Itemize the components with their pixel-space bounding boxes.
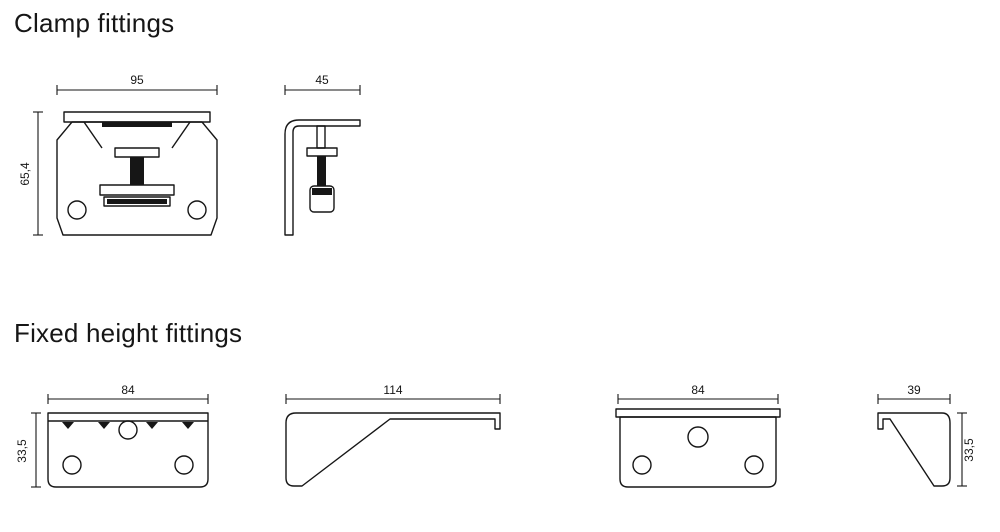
dimension-label: 65,4 (18, 162, 32, 186)
fixed-side-long-drawing: 114 (285, 383, 501, 487)
clamp-screw-assembly (306, 125, 338, 213)
dimension-label: 33,5 (962, 438, 976, 462)
bracket-profile-outline (877, 412, 951, 487)
screw-shaft (317, 156, 326, 186)
dimension-label: 33,5 (15, 439, 29, 463)
body-detail-line (83, 121, 103, 149)
tab (146, 422, 158, 429)
dimension-label: 39 (907, 383, 921, 397)
clamp-pad-fill (107, 199, 167, 204)
tab (182, 422, 194, 429)
mounting-hole (67, 200, 87, 220)
clamp-knob-fill (312, 188, 332, 195)
height-dimension: 33,5 (15, 412, 41, 488)
mounting-hole (174, 455, 194, 475)
width-dimension: 39 (877, 383, 951, 404)
width-dimension: 84 (617, 383, 779, 404)
dimension-label: 84 (121, 383, 135, 397)
mounting-hole (632, 455, 652, 475)
screw-flange (306, 147, 338, 157)
mounting-hole (187, 200, 207, 220)
bracket-outline (619, 416, 777, 488)
width-dimension: 95 (56, 73, 218, 95)
dimension-label: 84 (691, 383, 705, 397)
section-title-clamp-fittings: Clamp fittings (14, 8, 175, 38)
screw-shaft (130, 157, 144, 185)
center-hole (118, 420, 138, 440)
plate-shadow-strip (102, 122, 172, 127)
spring-tabs (62, 422, 194, 429)
clamp-body-outline (56, 111, 218, 236)
screw-rod (316, 125, 326, 149)
clamp-side-view-drawing: 45 (284, 73, 361, 236)
body-detail-line (171, 121, 191, 149)
center-hole (687, 426, 709, 448)
clamp-knob (309, 185, 335, 213)
dimension-label: 95 (130, 73, 144, 87)
fixed-back-view-drawing: 84 (615, 383, 781, 488)
mounting-hole (744, 455, 764, 475)
clamp-screw-assembly (99, 147, 175, 207)
clamp-front-view-drawing: 95 65,4 (18, 73, 218, 236)
top-flange (615, 408, 781, 418)
width-dimension: 114 (285, 383, 501, 404)
width-dimension: 45 (284, 73, 361, 95)
height-dimension: 65,4 (18, 111, 43, 236)
fixed-side-small-drawing: 39 33,5 (877, 383, 976, 487)
body-outline (56, 121, 218, 236)
clamp-pad-upper (99, 184, 175, 196)
fixed-front-view-drawing: 84 33,5 (15, 383, 209, 488)
dimension-label: 45 (315, 73, 329, 87)
dimension-label: 114 (383, 383, 402, 397)
mounting-hole (62, 455, 82, 475)
tab (62, 422, 74, 429)
top-plate (63, 111, 211, 123)
width-dimension: 84 (47, 383, 209, 404)
tab (98, 422, 110, 429)
height-dimension: 33,5 (957, 412, 976, 487)
clamp-pad-lower (103, 196, 171, 207)
section-title-fixed-height-fittings: Fixed height fittings (14, 318, 243, 348)
bracket-profile-outline (285, 412, 501, 487)
bracket-outline (47, 412, 209, 488)
clamp-profile-outline (284, 119, 361, 236)
screw-head (114, 147, 160, 158)
